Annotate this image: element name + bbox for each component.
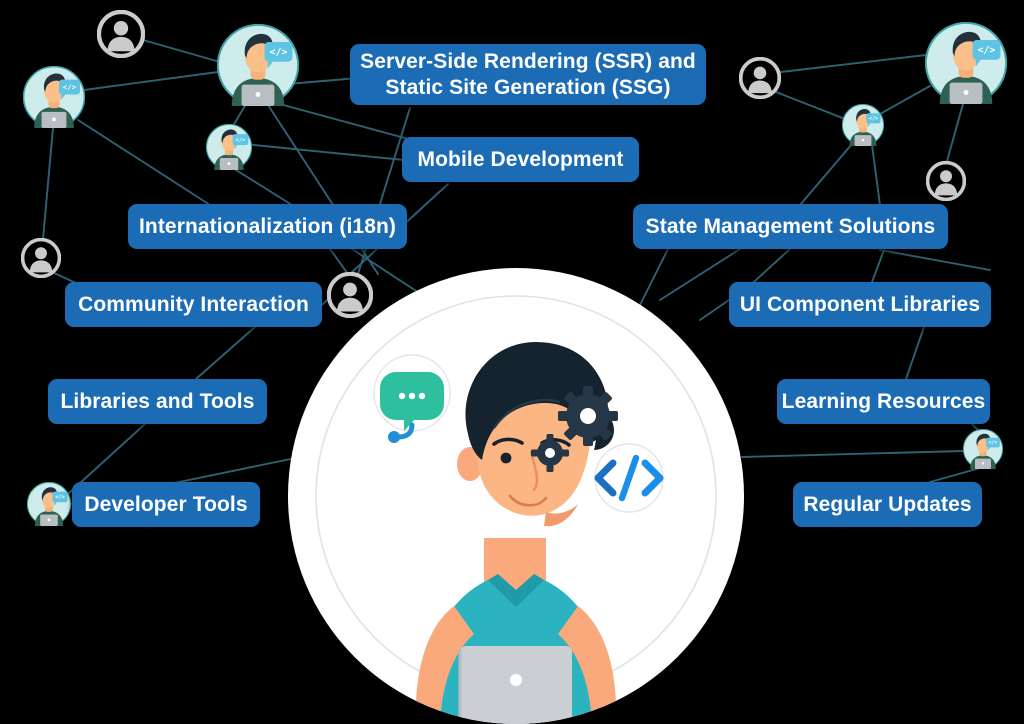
person-mouth: [508, 494, 548, 507]
developer-avatar-icon-dev-node-right-low[interactable]: </>: [963, 429, 1003, 469]
edge-ui-libraries-to-state-mgmt: [871, 249, 885, 283]
developer-avatar-icon-dev-node-top-left[interactable]: </>: [217, 24, 299, 106]
edge-dev-right-low-to-center: [741, 450, 964, 458]
svg-text:</>: </>: [63, 83, 77, 92]
edge-dev-mid-right-to-state-mgmt-2: [871, 144, 881, 206]
edge-user-right-top-to-dev-mid-right: [775, 91, 846, 120]
topic-chip-ssr-ssg[interactable]: Server-Side Rendering (SSR) and Static S…: [350, 44, 706, 105]
topic-chip-ui-component-libraries[interactable]: UI Component Libraries: [729, 282, 991, 327]
edge-state-mgmt-to-center-2: [639, 248, 669, 306]
edge-dev-top-left-to-dev-mid-left: [232, 103, 247, 127]
topic-chip-state-management[interactable]: State Management Solutions: [633, 204, 948, 249]
edge-dev-far-left-to-user-left-mid: [42, 127, 54, 240]
user-avatar-icon-user-node-center-left[interactable]: [327, 272, 373, 318]
developer-avatar-icon-dev-node-mid-left[interactable]: </>: [206, 124, 252, 170]
edge-dev-top-right-to-dev-mid-right: [879, 85, 931, 115]
developer-avatar-icon-dev-node-mid-right[interactable]: </>: [842, 104, 884, 146]
topic-chip-community-interaction[interactable]: Community Interaction: [65, 282, 322, 327]
svg-text:</>: </>: [236, 137, 247, 143]
edge-dev-mid-left-to-i18n: [235, 169, 293, 206]
edge-ui-libraries-to-learning: [905, 326, 925, 380]
svg-text:</>: </>: [978, 45, 996, 56]
person-brow-left: [492, 437, 524, 446]
person-ear: [457, 447, 483, 481]
code-brackets-icon: [594, 443, 664, 513]
support-headset-chat-icon: [373, 354, 451, 443]
person-chin-shade: [544, 504, 578, 527]
edge-i18n-to-user-center-left: [329, 248, 349, 275]
person-eye-left: [500, 452, 512, 464]
topic-chip-learning-resources[interactable]: Learning Resources: [777, 379, 990, 424]
svg-text:</>: </>: [270, 47, 288, 58]
topic-chip-developer-tools[interactable]: Developer Tools: [72, 482, 260, 527]
topic-chip-mobile-development[interactable]: Mobile Development: [402, 137, 639, 182]
svg-text:</>: </>: [55, 495, 65, 501]
edge-center-right-extra: [879, 249, 991, 271]
edge-user-top-left-to-dev-top-left: [142, 39, 221, 63]
developer-avatar-icon-dev-node-top-right[interactable]: </>: [925, 22, 1007, 104]
central-developer-illustration: [288, 268, 744, 724]
user-avatar-icon-user-node-right-mid[interactable]: [926, 161, 966, 201]
developer-avatar-icon-dev-node-far-left[interactable]: </>: [23, 66, 85, 128]
topic-chip-internationalization[interactable]: Internationalization (i18n): [128, 204, 407, 249]
user-avatar-icon-user-node-right-top[interactable]: [739, 57, 781, 99]
infographic-canvas: </> </> </> </>: [21, 10, 1007, 724]
edge-dev-mid-right-to-state-mgmt: [799, 143, 853, 206]
edge-dev-far-left-to-i18n: [77, 119, 211, 206]
edge-dev-top-right-to-user-right-mid: [946, 103, 964, 162]
edge-state-mgmt-to-center: [659, 248, 741, 301]
person-hair-highlight: [493, 398, 561, 429]
laptop-logo: [510, 674, 522, 686]
edge-community-to-libraries: [195, 326, 256, 380]
gears-icon: [531, 386, 618, 472]
topic-chip-libraries-and-tools[interactable]: Libraries and Tools: [48, 379, 267, 424]
edge-dev-right-low-to-regular: [929, 467, 981, 483]
edge-dev-far-left-to-dev-top-left: [83, 71, 219, 91]
topic-chip-regular-updates[interactable]: Regular Updates: [793, 482, 982, 527]
user-avatar-icon-user-node-top-left[interactable]: [97, 10, 145, 58]
edge-dev-mid-left-to-mobile: [243, 143, 405, 161]
svg-text:</>: </>: [869, 116, 878, 122]
edge-ui-libraries-to-center: [699, 299, 730, 321]
edge-user-right-top-to-dev-top-right: [780, 54, 927, 73]
developer-avatar-icon-dev-node-bottom-left[interactable]: </>: [27, 482, 71, 526]
svg-text:</>: </>: [989, 440, 998, 446]
edge-dev-top-left-to-mobile: [275, 102, 413, 141]
user-avatar-icon-user-node-left-mid[interactable]: [21, 238, 61, 278]
edge-dev-top-left-to-ssr: [287, 77, 359, 85]
